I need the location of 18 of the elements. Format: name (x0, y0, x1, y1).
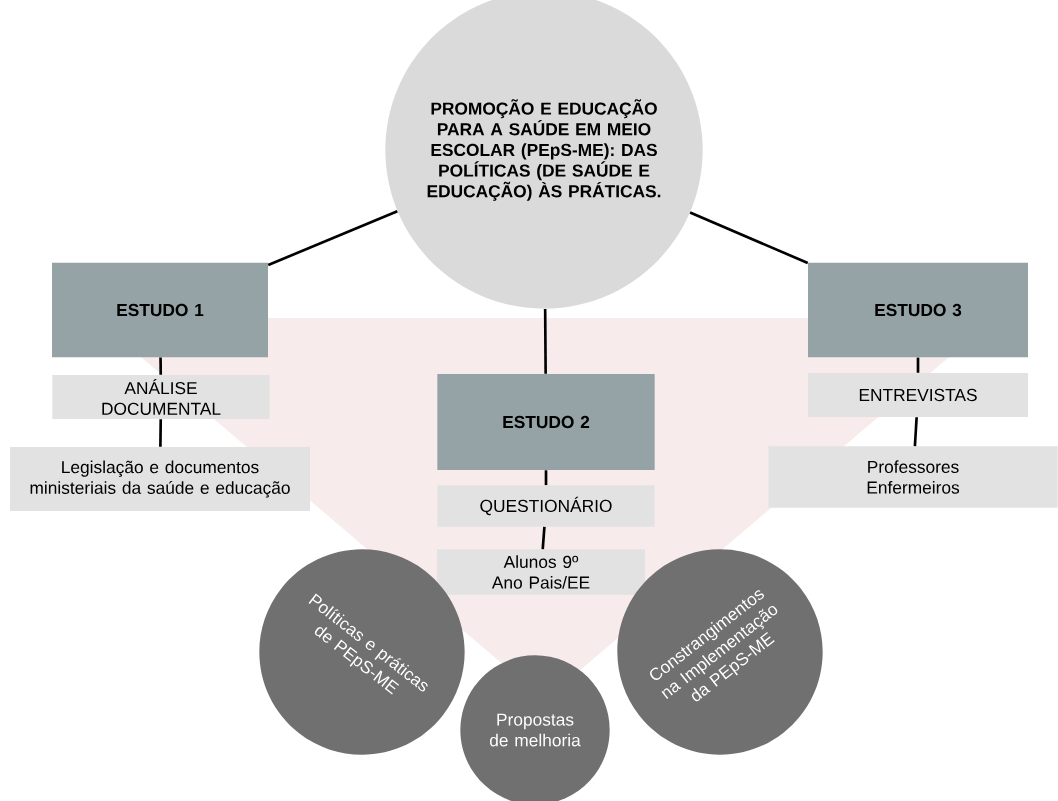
connector-line (689, 211, 809, 265)
study-box: ESTUDO 1 (52, 262, 268, 358)
participants-box: Legislação e documentos ministeriais da saúde e educação (10, 447, 310, 511)
connector-line (544, 470, 548, 486)
study-box: ESTUDO 2 (437, 374, 655, 470)
connector-line (543, 308, 547, 374)
method-box: QUESTIONÁRIO (437, 485, 655, 527)
connector-line (913, 417, 918, 447)
connector-line (267, 209, 398, 267)
connector-line (159, 419, 163, 447)
participants-box: Professores Enfermeiros (768, 446, 1058, 508)
participants-box: Alunos 9º Ano Pais/EE (437, 549, 645, 595)
connector-line (916, 357, 920, 373)
connector-line (541, 526, 546, 550)
method-box: ENTREVISTAS (808, 373, 1028, 417)
study-box: ESTUDO 3 (808, 262, 1028, 358)
connector-line (159, 357, 163, 375)
method-box: ANÁLISE DOCUMENTAL (52, 375, 270, 419)
